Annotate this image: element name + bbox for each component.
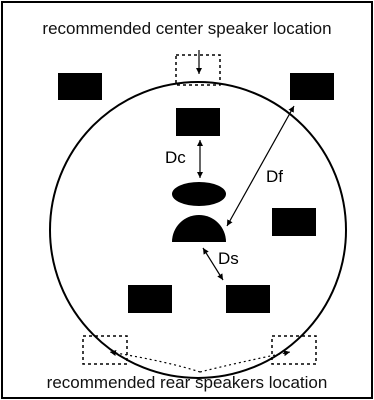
listening-area-circle	[49, 81, 347, 379]
recommended-center-speaker-outline	[175, 54, 221, 86]
front-left-speaker	[58, 73, 102, 100]
listener-head	[172, 182, 226, 206]
df-label: Df	[266, 167, 283, 186]
front-right-speaker	[290, 73, 334, 100]
rear-left-speaker	[128, 285, 172, 313]
ds-label: Ds	[218, 249, 239, 268]
caption-rear-speakers-location: recommended rear speakers location	[46, 373, 328, 392]
listener-body	[172, 215, 226, 242]
center-speaker	[176, 108, 220, 136]
rear-left-pointer	[109, 350, 201, 373]
df-distance-arrow	[226, 105, 295, 227]
caption-center-speaker-location: recommended center speaker location	[42, 19, 332, 38]
ds-distance-arrow	[202, 247, 224, 281]
rear-right-speaker	[226, 285, 270, 313]
recommended-rear-right-outline	[271, 335, 317, 365]
recommended-rear-left-outline	[82, 335, 128, 365]
side-speaker	[272, 208, 316, 236]
dc-label: Dc	[165, 148, 186, 167]
